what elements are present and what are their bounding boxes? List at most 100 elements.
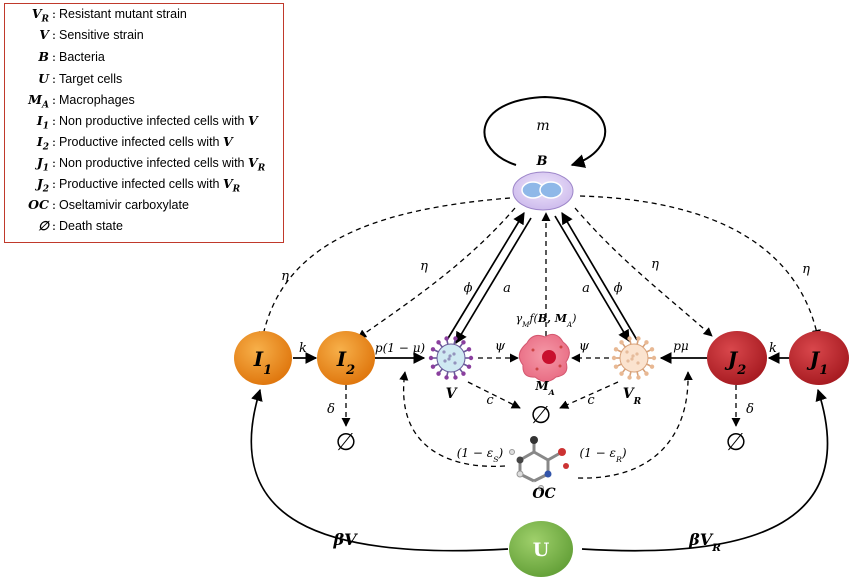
death-I2-part: ∅ (336, 428, 357, 456)
label-beta-vr-part: R (711, 542, 721, 554)
label-eta-right-inner-part: η (651, 257, 659, 272)
label-delta-left: δ (327, 402, 335, 417)
arrow-oc-to-production-left (399, 371, 506, 467)
label-gamma-part: A (566, 320, 572, 329)
label-k-right-part: k (769, 341, 777, 356)
death-I2: ∅ (336, 428, 357, 456)
arrow-beta-vr (581, 388, 829, 552)
legend-separator: : (51, 49, 57, 64)
label-p-mu-part: pμ (673, 339, 689, 353)
legend-description: Productive infected cells with (59, 135, 223, 149)
node-I1 (234, 331, 292, 385)
legend-row: ∅:Death state (15, 218, 123, 233)
label-psi-left-part: ψ (495, 339, 506, 354)
label-a-right: a (582, 281, 590, 296)
arrow-beta-v (250, 388, 509, 552)
node-label-I2: I2 (336, 347, 355, 378)
node-label-J1-part: 1 (819, 363, 828, 378)
legend-separator: : (51, 92, 57, 107)
node-label-MA: MA (534, 379, 554, 397)
label-phi-right-part: ϕ (614, 281, 623, 296)
legend-description: Non productive infected cells with (59, 156, 248, 170)
label-eps-r-part: R (615, 455, 622, 464)
label-phi-right: ϕ (614, 281, 623, 296)
node-label-V: V (446, 386, 459, 402)
death-center: ∅ (531, 401, 552, 429)
label-gamma-part: γ (516, 312, 523, 325)
label-eta-right-outer: η (802, 262, 810, 277)
label-k-right: k (769, 341, 777, 356)
node-J2 (707, 331, 767, 385)
legend-description-suffix: VR (247, 155, 266, 174)
label-gamma-part: B, M (537, 312, 568, 325)
label-p-mu: pμ (673, 339, 689, 353)
legend-symbol: U (38, 71, 49, 86)
legend-symbol: V (39, 27, 49, 42)
label-eps-r: (1 − εR) (579, 446, 626, 464)
legend-description: Target cells (59, 72, 123, 86)
label-a-left: a (503, 281, 511, 296)
label-eps-s-part: S (493, 455, 498, 464)
node-label-J2-part: 2 (736, 363, 746, 378)
arrow-c-left (467, 381, 521, 409)
node-label-MA-part: A (548, 388, 555, 397)
label-p-one-minus-mu: p(1 − μ) (375, 341, 425, 355)
legend-symbol: VR (31, 6, 49, 25)
legend-symbol: J2 (36, 176, 49, 195)
label-beta-v: βV (332, 530, 358, 549)
label-psi-right-part: ψ (579, 339, 590, 354)
legend-description-suffix: VR (222, 176, 241, 195)
node-label-U: U (533, 539, 550, 561)
death-center-part: ∅ (531, 401, 552, 429)
legend-row: MA:Macrophages (15, 92, 135, 111)
legend-symbol: OC (28, 197, 49, 212)
node-U (509, 521, 573, 577)
label-a-right-part: a (582, 281, 590, 296)
macrophage-icon (518, 333, 570, 382)
virus-v-icon (428, 336, 474, 380)
node-label-J2: J2 (724, 347, 747, 378)
legend-separator: : (51, 113, 57, 128)
node-label-OC: OC (532, 486, 555, 502)
node-label-MA-part: M (534, 379, 549, 393)
legend-symbol: ∅ (38, 218, 49, 233)
node-label-V-part: V (446, 386, 459, 402)
label-m: m (536, 118, 549, 134)
death-J2: ∅ (726, 428, 747, 456)
arrow-m-loop (483, 95, 607, 168)
arrow-phi-left (446, 211, 525, 341)
arrow-c-right (559, 381, 619, 409)
legend-row: I2:Productive infected cells with V (15, 134, 233, 153)
node-J1 (789, 331, 849, 385)
legend-description: Non productive infected cells with (59, 114, 248, 128)
legend-row: J1:Non productive infected cells with VR (15, 155, 265, 174)
label-beta-v-part: βV (332, 530, 358, 549)
node-label-I2-part: 2 (345, 363, 355, 378)
label-c-left: c (486, 393, 494, 408)
legend-description-suffix: V (247, 113, 258, 128)
legend-description: Sensitive strain (59, 28, 144, 42)
node-label-VR: VR (623, 386, 642, 407)
legend-description: Oseltamivir carboxylate (59, 198, 189, 212)
node-label-I1: I1 (253, 347, 272, 378)
legend-symbol: J1 (36, 155, 49, 174)
node-label-I1-part: I (253, 347, 264, 371)
death-J2-part: ∅ (726, 428, 747, 456)
node-label-B-part: B (536, 154, 548, 169)
label-delta-right-part: δ (746, 402, 754, 417)
label-m-part: m (536, 118, 549, 134)
label-a-left-part: a (503, 281, 511, 296)
legend-row: OC:Oseltamivir carboxylate (15, 197, 189, 212)
legend-symbol: I1 (36, 113, 49, 132)
label-eps-s-part: (1 − ε (457, 446, 493, 460)
legend-separator: : (51, 134, 57, 149)
label-c-right-part: c (587, 393, 595, 408)
legend-separator: : (51, 6, 57, 21)
arrow-a-left (455, 217, 532, 345)
oseltamivir-molecule-icon (509, 436, 569, 491)
label-c-left-part: c (486, 393, 494, 408)
node-label-B: B (536, 154, 548, 169)
legend-row: I1:Non productive infected cells with V (15, 113, 258, 132)
label-eps-r-part: (1 − ε (579, 446, 615, 460)
